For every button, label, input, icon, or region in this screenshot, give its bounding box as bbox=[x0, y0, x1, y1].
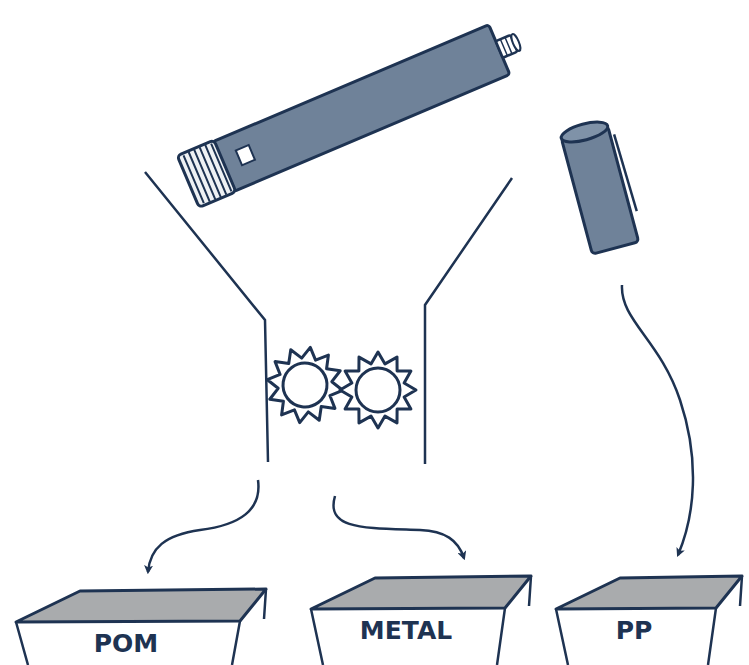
collection-bin: PP bbox=[550, 572, 748, 665]
flow-arrow bbox=[148, 480, 258, 572]
bin-label: POM bbox=[10, 629, 272, 658]
bin-top bbox=[16, 589, 266, 622]
bin-top bbox=[311, 576, 531, 609]
hopper-wall bbox=[425, 178, 512, 464]
bin-label: PP bbox=[550, 616, 748, 645]
flow-arrow bbox=[622, 285, 693, 555]
shredder-gear bbox=[340, 352, 416, 428]
bin-top bbox=[556, 576, 742, 609]
flow-arrow bbox=[333, 496, 464, 558]
shredder-gear bbox=[262, 342, 348, 428]
collection-bin: METAL bbox=[305, 572, 537, 665]
hopper-wall bbox=[145, 172, 268, 462]
injector-pen bbox=[177, 16, 529, 208]
pen-cap bbox=[559, 117, 644, 255]
collection-bin: POM bbox=[10, 585, 272, 665]
bin-label: METAL bbox=[305, 616, 537, 645]
